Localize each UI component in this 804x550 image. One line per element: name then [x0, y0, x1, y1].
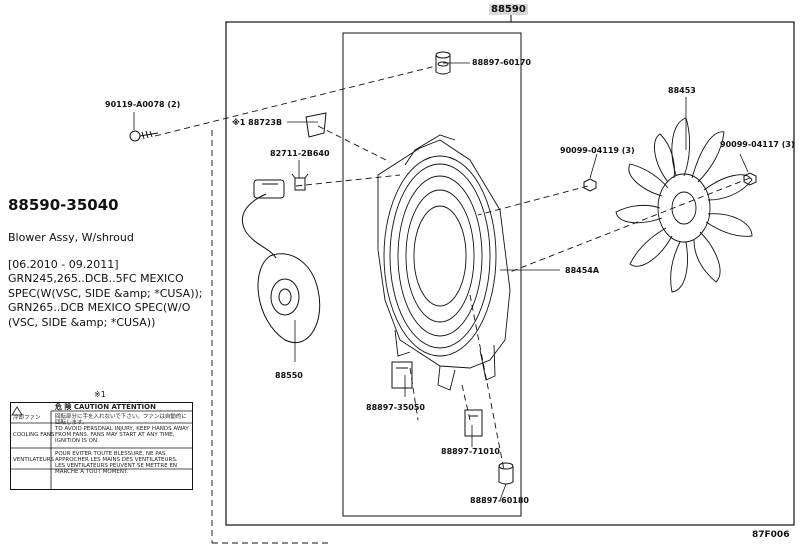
callout-grommet-top: 88897-60170 — [472, 58, 531, 67]
nut-right-icon — [743, 172, 757, 186]
fan-shroud-icon — [377, 134, 511, 391]
warning-row1-left: 冷却ファン — [13, 415, 41, 421]
callout-label-ref: ※1 88723B — [232, 118, 283, 127]
clip-icon — [291, 173, 309, 191]
callout-nut-right: 90099-04117 (3) — [720, 140, 795, 149]
warning-row3-text: POUR EVITER TOUTE BLESSURE, NE PAS APPRO… — [55, 451, 178, 475]
label-note-mark: ※1 — [94, 390, 106, 399]
callout-grommet-bottom: 88897-60180 — [470, 496, 529, 505]
callout-bracket-right: 88897-71010 — [441, 447, 500, 456]
fan-blade-icon — [615, 117, 753, 293]
fan-motor-icon — [241, 179, 321, 343]
warning-row2-left: COOLING FANS — [13, 432, 55, 438]
callout-nut-left: 90099-04119 (3) — [560, 146, 635, 155]
shroud-frame — [342, 32, 522, 517]
bracket-right-icon — [464, 409, 483, 437]
callout-shroud: 88454A — [565, 266, 600, 275]
warning-row1-text: 回転部分に手を入れないで下さい。ファンは自動的に回転します。 — [55, 414, 187, 426]
part-date-range: [06.2010 - 09.2011] — [8, 258, 119, 271]
callout-motor: 88550 — [275, 371, 303, 380]
warning-triangle-icon — [11, 406, 23, 416]
callout-fan: 88453 — [668, 86, 696, 95]
callout-bracket-left: 88897-35050 — [366, 403, 425, 412]
warning-label: 危 険 CAUTION ATTENTION 冷却ファン 回転部分に手を入れないで… — [10, 402, 193, 490]
callout-screw: 90119-A0078 (2) — [105, 100, 181, 109]
part-spec-text: GRN245,265..DCB..5FC MEXICO SPEC(W(VSC, … — [8, 272, 203, 329]
assembly-frame — [225, 21, 795, 526]
sheet-code: 87F006 — [752, 530, 790, 540]
nut-left-icon — [583, 178, 597, 192]
grommet-top-icon — [435, 51, 451, 75]
warning-row3-left: VENTILATEURS — [13, 457, 55, 463]
label-sticker-icon — [305, 112, 327, 138]
callout-clip: 82711-2B640 — [270, 149, 330, 158]
warning-row2-text: TO AVOID PERSONAL INJURY, KEEP HANDS AWA… — [55, 426, 189, 444]
bracket-left-icon — [391, 361, 413, 389]
part-number-title: 88590-35040 — [8, 196, 119, 214]
screw-icon — [129, 130, 159, 142]
part-description: Blower Assy, W/shroud — [8, 231, 134, 244]
warning-heading: 危 険 CAUTION ATTENTION — [55, 403, 156, 411]
warning-label-grid — [11, 406, 192, 489]
assembly-number-label: 88590 — [489, 4, 528, 15]
grommet-bottom-icon — [498, 462, 514, 485]
